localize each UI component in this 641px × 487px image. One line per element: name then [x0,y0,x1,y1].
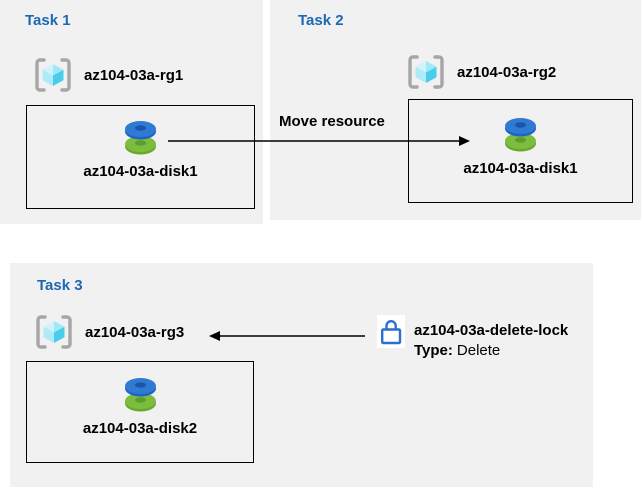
disk-label: az104-03a-disk1 [463,160,578,177]
resource-group-label: az104-03a-rg3 [85,323,185,341]
disk-icon [500,115,541,153]
disk-label: az104-03a-disk1 [83,163,198,180]
task2-resource-group: az104-03a-rg2 [406,54,556,90]
task1-title: Task 1 [25,12,71,29]
task1-panel: Task 1 az104-03a-rg1 az104-03a-disk1 [0,0,263,224]
disk-icon [120,118,161,156]
disk-label: az104-03a-disk2 [82,420,198,437]
task1-resource-box: az104-03a-disk1 [26,105,255,209]
resource-group-label: az104-03a-rg1 [84,66,184,84]
delete-lock-arrow [209,331,365,341]
lock-type-line: Type:Delete [414,341,568,361]
task2-panel: Task 2 az104-03a-rg2 az104-03a-disk1 [270,0,641,220]
task1-resource-group: az104-03a-rg1 [33,57,183,93]
lock-icon-container [377,315,405,348]
lock-name-label: az104-03a-delete-lock [414,322,569,339]
resource-group-icon [34,314,74,350]
resource-group-icon [406,54,446,90]
delete-lock-info: az104-03a-delete-lock Type:Delete [414,321,568,361]
resource-group-label: az104-03a-rg2 [457,63,557,81]
move-resource-label: Move resource [279,113,385,130]
lock-icon [378,317,404,346]
task3-resource-box: az104-03a-disk2 [26,361,254,463]
lock-type-value: Delete [456,342,501,359]
move-resource-arrow [168,136,470,146]
task3-panel: Task 3 az104-03a-rg3 az104-03a-disk2 az1… [10,263,593,487]
disk-icon [120,375,161,413]
task3-title: Task 3 [37,277,83,294]
task2-resource-box: az104-03a-disk1 [408,99,633,203]
lock-type-label: Type: [414,342,453,359]
task3-resource-group: az104-03a-rg3 [34,314,184,350]
resource-group-icon [33,57,73,93]
task2-title: Task 2 [298,12,344,29]
